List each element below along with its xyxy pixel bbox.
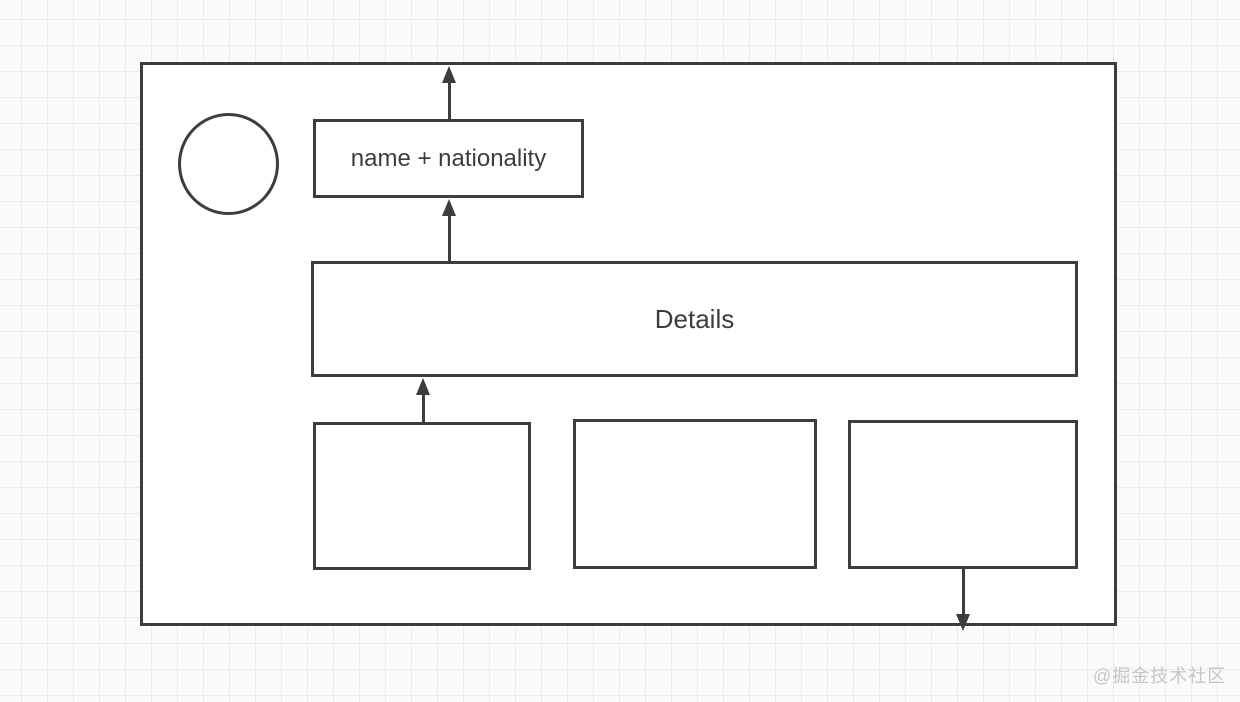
name-nationality-box: name + nationality — [313, 119, 584, 198]
details-label: Details — [654, 303, 735, 334]
bottom-box-1 — [313, 422, 531, 570]
arrowhead-up-icon — [416, 378, 430, 395]
arrow-name-box-to-top-edge — [441, 66, 457, 119]
arrowhead-up-icon — [442, 199, 456, 216]
arrow-line — [447, 79, 451, 119]
watermark: @掘金技术社区 — [1093, 666, 1227, 686]
details-box: Details — [311, 261, 1078, 377]
arrow-box1-to-details — [415, 378, 431, 422]
arrow-line — [447, 212, 451, 261]
bottom-box-3 — [848, 420, 1078, 569]
arrowhead-down-icon — [956, 614, 970, 631]
arrow-line — [961, 569, 965, 618]
bottom-box-2 — [573, 419, 817, 569]
circle-node — [178, 113, 279, 215]
arrow-details-to-name-box — [441, 199, 457, 261]
arrow-line — [421, 391, 425, 422]
arrowhead-up-icon — [442, 66, 456, 83]
name-nationality-label: name + nationality — [350, 144, 547, 172]
arrow-box3-to-bottom-edge — [955, 569, 971, 631]
